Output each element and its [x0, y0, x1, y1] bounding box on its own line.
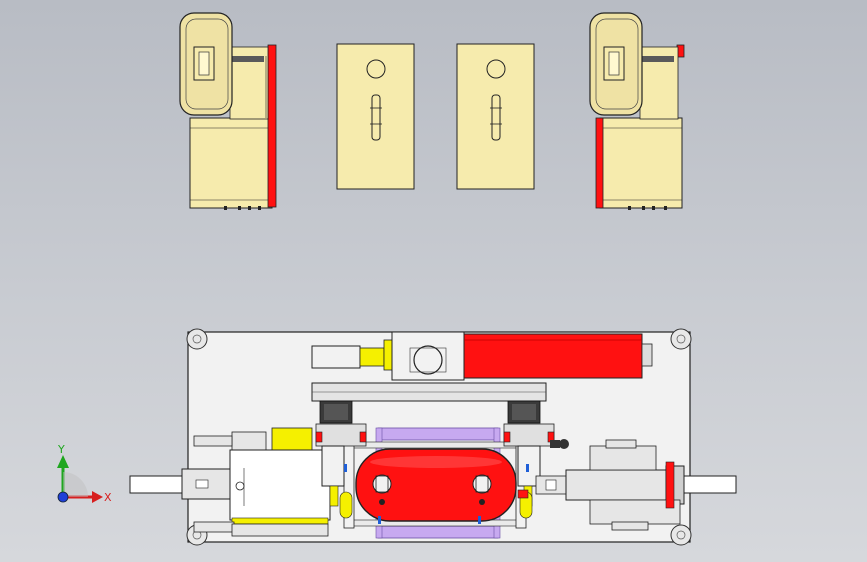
axis-label-y: Y [57, 443, 65, 456]
top-left-clamp-unit [179, 12, 277, 210]
red-tank [355, 448, 517, 522]
top-cylinder [311, 331, 653, 381]
yellow-block [271, 427, 313, 451]
valve [550, 439, 569, 449]
left-fixture [193, 431, 331, 537]
right-push-rod [535, 465, 737, 505]
slotted-plate-right [456, 43, 535, 190]
coordinate-triad-icon [57, 455, 103, 503]
left-push-rod [129, 468, 231, 500]
motor-left [319, 400, 353, 424]
right-fixture [589, 439, 681, 531]
top-right-clamp-unit [589, 12, 685, 210]
main-assembly [129, 328, 737, 546]
motor-brackets [315, 423, 555, 447]
motor-right [507, 400, 541, 424]
axis-label-x: X [104, 491, 112, 504]
slotted-plate-left [336, 43, 415, 190]
